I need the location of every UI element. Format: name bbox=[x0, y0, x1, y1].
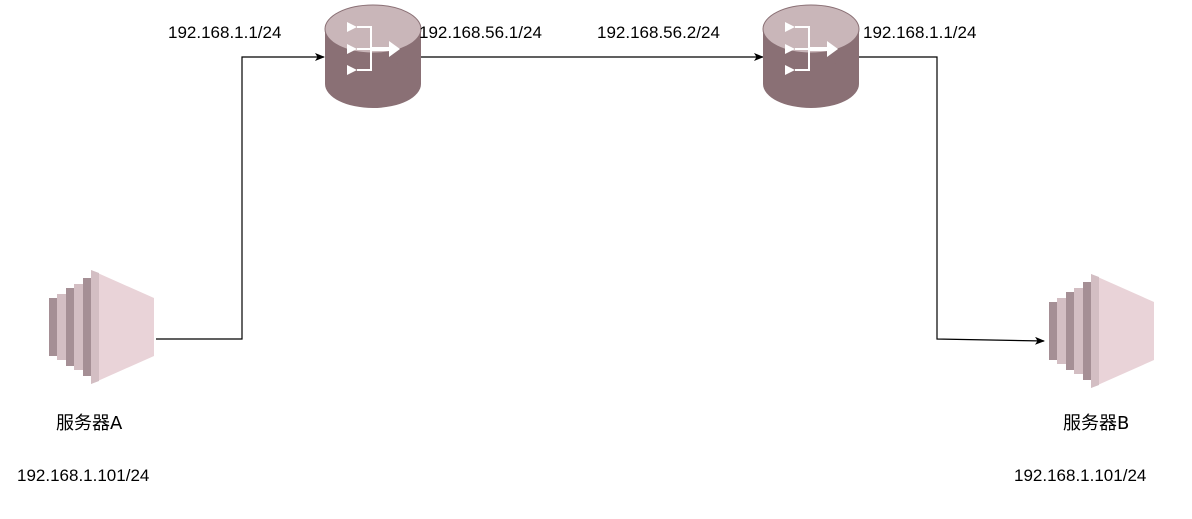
link-router2-serverb bbox=[858, 56, 1045, 345]
router-1-left-ip: 192.168.1.1/24 bbox=[168, 23, 281, 42]
router-2-left-ip: 192.168.56.2/24 bbox=[597, 23, 720, 42]
server-b[interactable] bbox=[1049, 274, 1154, 388]
router-icon bbox=[324, 4, 422, 109]
server-icon bbox=[49, 270, 154, 384]
router-icon bbox=[762, 4, 860, 109]
server-a[interactable] bbox=[49, 270, 154, 384]
router-1-right-ip: 192.168.56.1/24 bbox=[419, 23, 542, 42]
router-2-right-ip: 192.168.1.1/24 bbox=[863, 23, 976, 42]
server-b-name: 服务器B bbox=[1063, 413, 1129, 434]
server-icon bbox=[1049, 274, 1154, 388]
server-a-name: 服务器A bbox=[56, 413, 123, 434]
router-2[interactable] bbox=[762, 4, 860, 109]
links bbox=[156, 53, 1045, 345]
server-b-ip: 192.168.1.101/24 bbox=[1014, 466, 1146, 485]
link-servera-router1 bbox=[156, 53, 325, 340]
router-1[interactable] bbox=[324, 4, 422, 109]
server-a-ip: 192.168.1.101/24 bbox=[17, 466, 149, 485]
